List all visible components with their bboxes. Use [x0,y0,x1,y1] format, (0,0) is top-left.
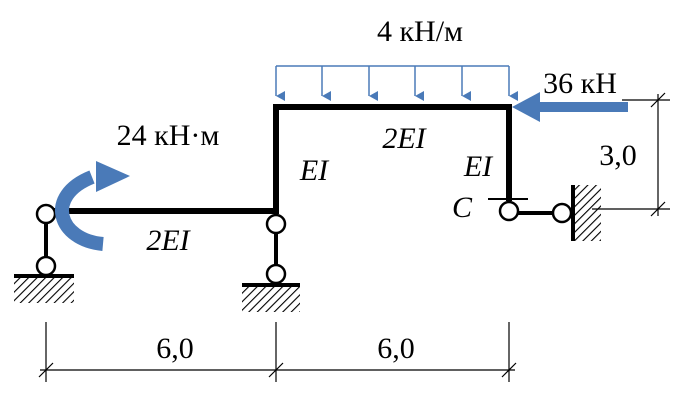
left-span-dimension: 6,0 [156,332,194,365]
left-column-stiffness: EI [299,154,330,187]
dimension-lines [38,92,670,382]
node-c-label: C [452,191,473,224]
force-label: 36 кН [543,67,617,100]
force-arrow [512,92,628,122]
top-beam-stiffness: 2EI [382,122,427,155]
middle-support [242,213,300,312]
right-column-stiffness: EI [463,150,494,183]
height-dimension: 3,0 [599,139,637,172]
right-span-dimension: 6,0 [377,332,415,365]
left-support [14,203,74,303]
distributed-load [275,65,518,101]
distributed-load-label: 4 кН/м [377,15,463,48]
left-beam-stiffness: 2EI [146,224,191,257]
frame [43,104,512,214]
right-support [488,185,601,241]
moment-arrow [55,161,130,251]
moment-label: 24 кН·м [117,119,220,152]
